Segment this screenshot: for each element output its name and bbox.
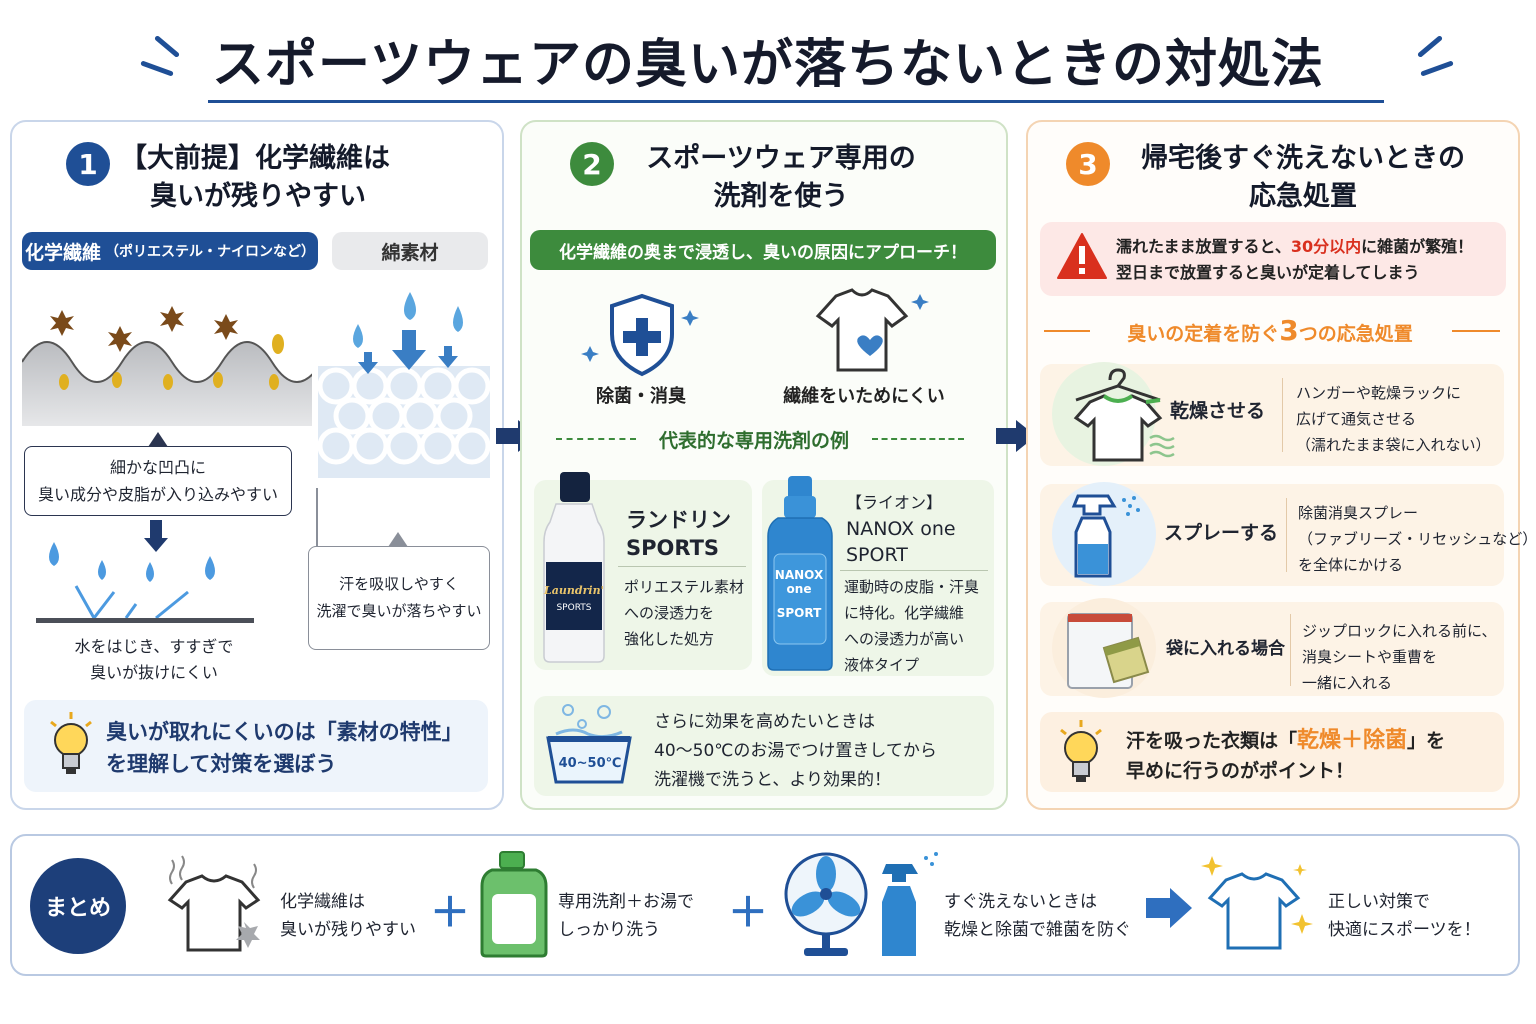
product-2-name: 【ライオン】 NANOX one SPORT [846,493,956,566]
step-spray-desc: 除菌消臭スプレー （ファブリーズ・リセッシュなど） を全体にかける [1298,504,1536,574]
basin-temp-label: 40~50℃ [558,756,622,771]
tag-cotton: 綿素材 [332,232,488,270]
subheading: 臭いの定着を防ぐ3つの応急処置 [1127,314,1413,347]
summary-item-4: 正しい対策で 快適にスポーツを！ [1328,892,1481,940]
basin-icon [546,704,632,784]
product-2-desc: 運動時の皮脂・汗臭 に特化。化学繊維 への浸透力が高い 液体タイプ [844,578,980,674]
product-1-name: ランドリン SPORTS [626,508,731,560]
synthetic-fiber-illustration [22,306,312,426]
summary-item-2: 専用洗剤＋お湯で しっかり洗う [558,892,694,940]
caption-water-repel: 水をはじき、すすぎで 臭いが抜けにくい [74,637,234,682]
summary-badge: まとめ [30,858,126,954]
down-arrow-icon [150,520,162,540]
title-underline [208,100,1384,103]
shield-cross-icon [581,293,699,377]
warning-box [1040,222,1506,296]
nanox-label-brand: NANOX one [774,568,824,596]
water-repel-illustration [36,542,254,623]
panel-2-title: スポーツウェア専用の 洗剤を使う [646,143,916,212]
tag-synthetic-fiber: 化学繊維 （ポリエステル・ナイロンなど） [22,232,318,270]
panel-2-number: 2 [570,142,614,186]
step-spray-label: スプレーする [1164,522,1279,544]
smelly-shirt-icon [167,855,261,952]
laundrin-bottle-icon [543,472,605,663]
laundrin-label-brand: Laundrin' [544,584,604,597]
panel-3-tip [1040,712,1504,792]
panel-1-number: 1 [66,142,110,186]
panel-1-tip [24,700,488,792]
step-spray-divider [1286,498,1287,572]
clean-shirt-icon [1201,856,1313,950]
plus-icon-2: ＋ [728,890,768,936]
divider-line [316,488,318,568]
step-bag-desc: ジップロックに入れる前に、 消臭シートや重曹を 一緒に入れる [1302,622,1497,692]
panel-2-banner: 化学繊維の奥まで浸透し、臭いの原因にアプローチ！ [530,230,996,270]
bubble-pointer-right [388,532,408,547]
subheading-line-left [1044,330,1090,332]
laundrin-label-sub: SPORTS [556,603,592,613]
bubble-pointer-left [148,432,168,447]
examples-dash-right [872,438,964,440]
spray-bottle-icon [1071,494,1140,578]
fan-icon [784,852,868,956]
panel-1-tip-text: 臭いが取れにくいのは「素材の特性」 を理解して対策を選ぼう [106,720,463,776]
spray-icon [882,852,938,956]
detergent-bottle-icon [480,851,548,958]
panel-3-title: 帰宅後すぐ洗えないときの 応急処置 [1141,143,1465,212]
lightbulb-icon [50,712,92,774]
step-dry-label: 乾燥させる [1170,400,1266,422]
bubble-synthetic-note: 細かな凹凸に 臭い成分や皮脂が入り込みやすい [24,446,292,516]
step-dry-divider [1282,378,1283,452]
summary-arrow-right-icon [1146,898,1172,918]
zip-bag-icon [1067,613,1150,689]
nanox-bottle-icon [767,476,833,671]
product-1-desc: ポリエステル素材 への浸透力を 強化した処方 [624,578,745,648]
step-bag-divider [1290,614,1291,686]
product-2-divider [840,570,988,571]
panel-3-number: 3 [1066,142,1110,186]
arrow-right-icon-2 [996,428,1018,444]
arrow-right-icon [496,428,520,444]
lightbulb-icon-2 [1060,720,1102,782]
subheading-line-right [1452,330,1500,332]
bubble-cotton-note: 汗を吸収しやすく 洗濯で臭いが落ちやすい [308,546,490,650]
panel-2-tip-text: さらに効果を高めたいときは 40〜50℃のお湯でつけ置きしてから 洗濯機で洗うと… [654,712,937,790]
examples-dash-left [556,438,636,440]
step-dry-desc: ハンガーや乾燥ラックに 広げて通気させる （濡れたまま袋に入れない） [1296,384,1491,454]
page-title: スポーツウェアの臭いが落ちないときの対処法 [212,35,1324,95]
hanger-shirt-icon [1073,368,1175,462]
examples-heading: 代表的な専用洗剤の例 [658,430,849,452]
summary-item-3: すぐ洗えないときは 乾燥と除菌で雑菌を防ぐ [944,892,1131,940]
summary-arrow-head [1170,888,1192,928]
nanox-label-sub: SPORT [776,606,822,620]
panel-1-title: 【大前提】化学繊維は 臭いが残りやすい [120,143,390,212]
summary-item-1: 化学繊維は 臭いが残りやすい [280,892,416,940]
tshirt-heart-icon [815,288,929,372]
warning-icon [1057,233,1107,279]
feature-sterilize-label: 除菌・消臭 [596,386,686,407]
plus-icon-1: ＋ [430,890,470,936]
warning-text: 濡れたまま放置すると、30分以内に雑菌が繁殖！ 翌日まで放置すると臭いが定着して… [1116,237,1474,282]
cotton-fiber-illustration [318,292,490,478]
panel-3-tip-text: 汗を吸った衣類は「乾燥＋除菌」を 早めに行うのがポイント！ [1126,728,1446,782]
step-bag-label: 袋に入れる場合 [1166,639,1285,659]
feature-gentle-label: 繊維をいためにくい [783,386,945,407]
product-1-divider [618,566,746,567]
down-arrow-head [144,538,168,552]
